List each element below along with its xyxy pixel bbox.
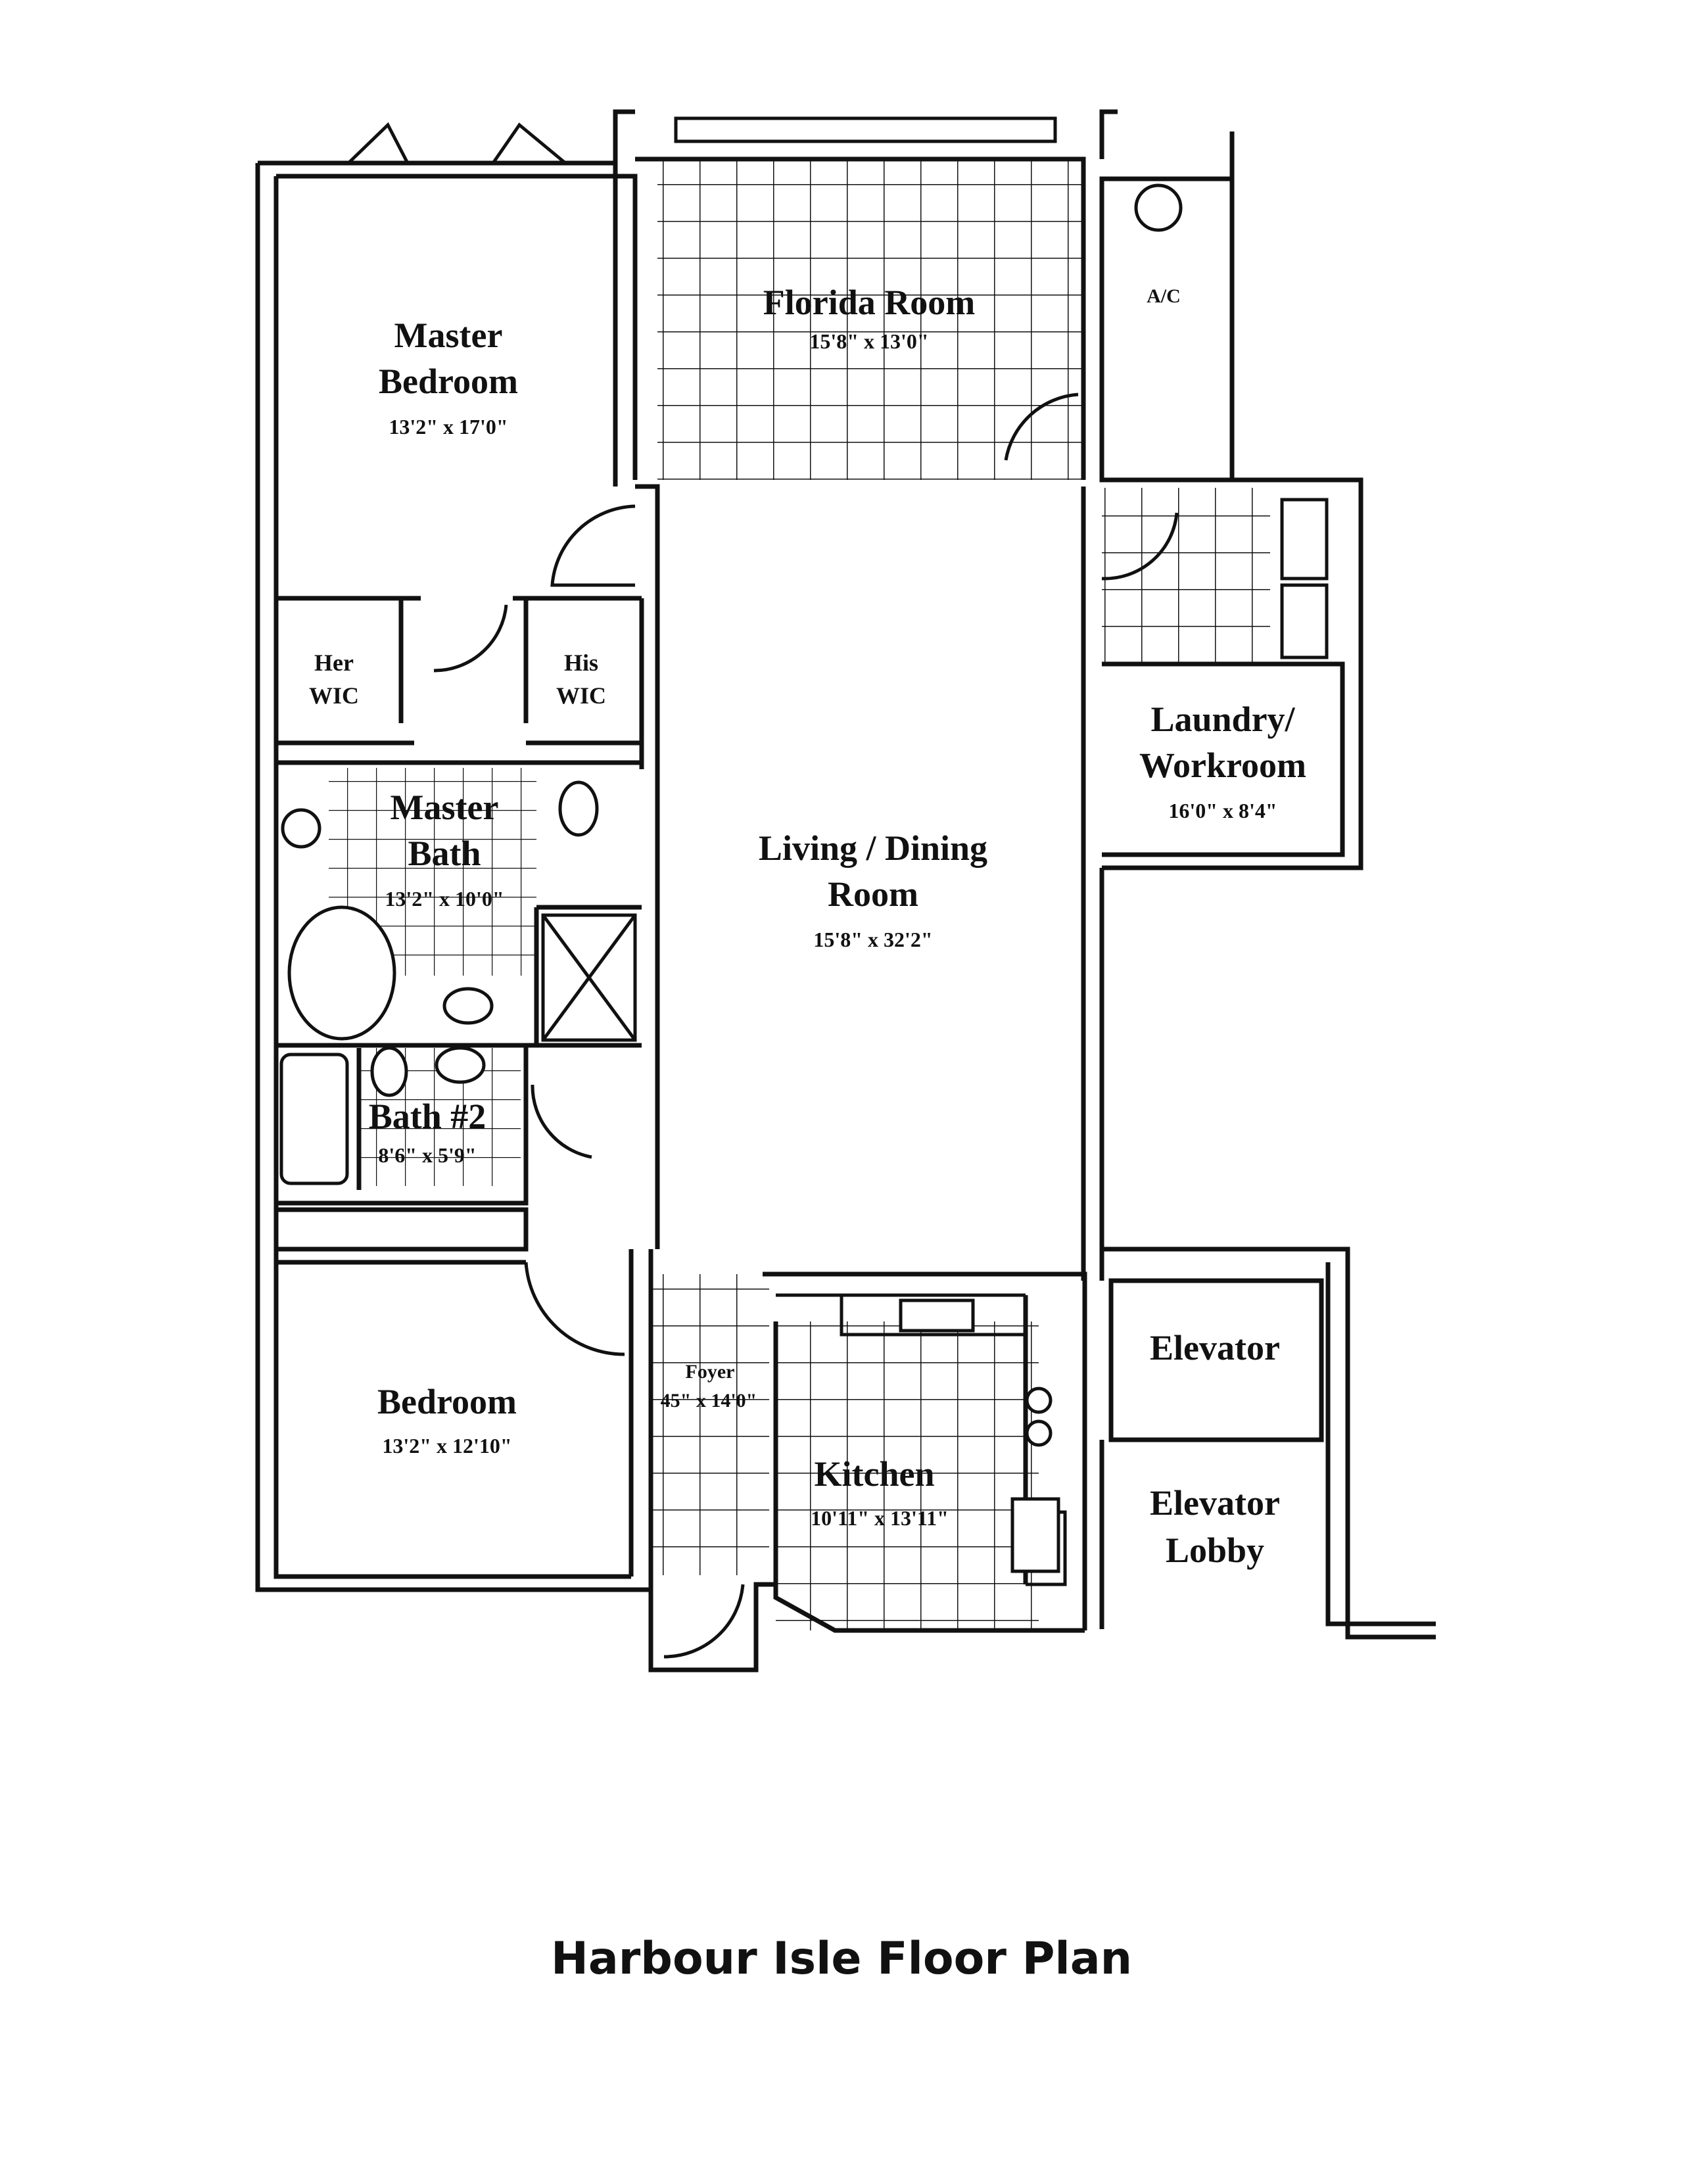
walls: [255, 109, 1436, 1673]
master-bath-dims: 13'2" x 10'0": [385, 887, 504, 911]
tiled-floors: [329, 159, 1270, 1630]
master-bedroom-dims: 13'2" x 17'0": [389, 415, 508, 439]
elevator-lobby-label-1: Elevator: [1150, 1483, 1280, 1523]
foyer-tile: [651, 1274, 769, 1575]
his-wic-label-2: WIC: [556, 682, 606, 709]
stove-burner-icon: [1025, 1387, 1053, 1414]
her-wic-label-2: WIC: [309, 682, 359, 709]
door-laundry: [1101, 512, 1179, 581]
sink-master-icon: [281, 808, 321, 849]
florida-room-tile: [657, 159, 1083, 480]
door-bath2: [531, 1084, 592, 1159]
sink-master-vanity-icon: [442, 987, 494, 1025]
master-bath-shower: [541, 913, 637, 1042]
washer-icon: [1280, 498, 1329, 581]
florida-room-window: [674, 116, 1057, 143]
bath2-walls: [273, 1045, 529, 1206]
dryer-icon: [1280, 583, 1329, 659]
door-swings: [347, 122, 1179, 1659]
elevator-lobby-label-2: Lobby: [1166, 1531, 1264, 1570]
foyer-dims: 45" x 14'0": [661, 1390, 757, 1412]
ac-label: A/C: [1147, 285, 1181, 307]
outer-wall-north-master: [258, 109, 635, 166]
wic-row-wall: [276, 596, 642, 746]
living-dining-label-1: Living / Dining: [759, 828, 987, 868]
laundry-wall: [1102, 477, 1363, 870]
elevator-label: Elevator: [1150, 1328, 1280, 1367]
bath2-label: Bath #2: [369, 1097, 486, 1136]
master-bath-label-2: Bath: [408, 834, 481, 873]
master-bedroom-label-1: Master: [394, 316, 503, 355]
florida-room-label: Florida Room: [763, 283, 975, 322]
door-master-bedroom: [550, 504, 636, 587]
kitchen-label: Kitchen: [815, 1454, 935, 1494]
door-master-patio-1: [347, 122, 410, 164]
florida-room-dims: 15'8" x 13'0": [809, 329, 928, 353]
bath2-dims: 8'6" x 5'9": [378, 1143, 476, 1167]
kitchen-dims: 10'11" x 13'11": [811, 1506, 949, 1530]
refrigerator-icon: [1010, 1497, 1060, 1573]
florida-room-wall: [613, 109, 1118, 487]
outer-wall-west: [255, 163, 651, 1592]
ac-unit-icon: [1134, 183, 1183, 232]
fixtures: [279, 183, 1329, 1573]
master-bath-label-1: Master: [391, 788, 499, 827]
plan-title: Harbour Isle Floor Plan: [550, 1933, 1133, 1985]
laundry-label-2: Workroom: [1139, 746, 1306, 785]
her-wic-label-1: Her: [314, 650, 354, 676]
tub-master-icon: [287, 905, 396, 1041]
toilet-bath2-icon: [370, 1046, 408, 1097]
door-master-bath: [433, 604, 508, 673]
sink-bath2-icon: [435, 1046, 486, 1084]
foyer-walls: [628, 1249, 1085, 1673]
living-dining-dims: 15'8" x 32'2": [813, 928, 932, 951]
living-west-wall: [635, 484, 660, 1249]
stove-burner-icon-2: [1025, 1419, 1053, 1447]
toilet-master-icon: [558, 780, 599, 837]
door-front: [663, 1584, 745, 1659]
his-wic-label-1: His: [564, 650, 598, 676]
tub-bath2-icon: [279, 1053, 349, 1185]
bedroom-dims: 13'2" x 12'10": [382, 1434, 511, 1458]
inner-wall-north-master: [276, 174, 638, 480]
inner-wall-west: [273, 176, 631, 1579]
bedroom-top-wall: [276, 1207, 529, 1265]
door-bedroom: [524, 1262, 625, 1356]
master-bath-walls: [276, 760, 642, 1048]
room-labels: Master Bedroom 13'2" x 17'0" Florida Roo…: [309, 283, 1306, 1570]
master-bedroom-label-2: Bedroom: [379, 362, 518, 401]
door-florida: [1004, 392, 1079, 461]
laundry-dims: 16'0" x 8'4": [1168, 799, 1277, 822]
bedroom-label: Bedroom: [377, 1382, 517, 1421]
elevator-wall: [1108, 1262, 1436, 1626]
laundry-label-1: Laundry/: [1150, 700, 1295, 739]
living-dining-label-2: Room: [828, 874, 918, 914]
kitchen-tile: [776, 1321, 1039, 1630]
foyer-label: Foyer: [686, 1361, 735, 1383]
kitchen-sink-icon: [899, 1298, 975, 1333]
door-master-patio-2: [491, 122, 567, 164]
